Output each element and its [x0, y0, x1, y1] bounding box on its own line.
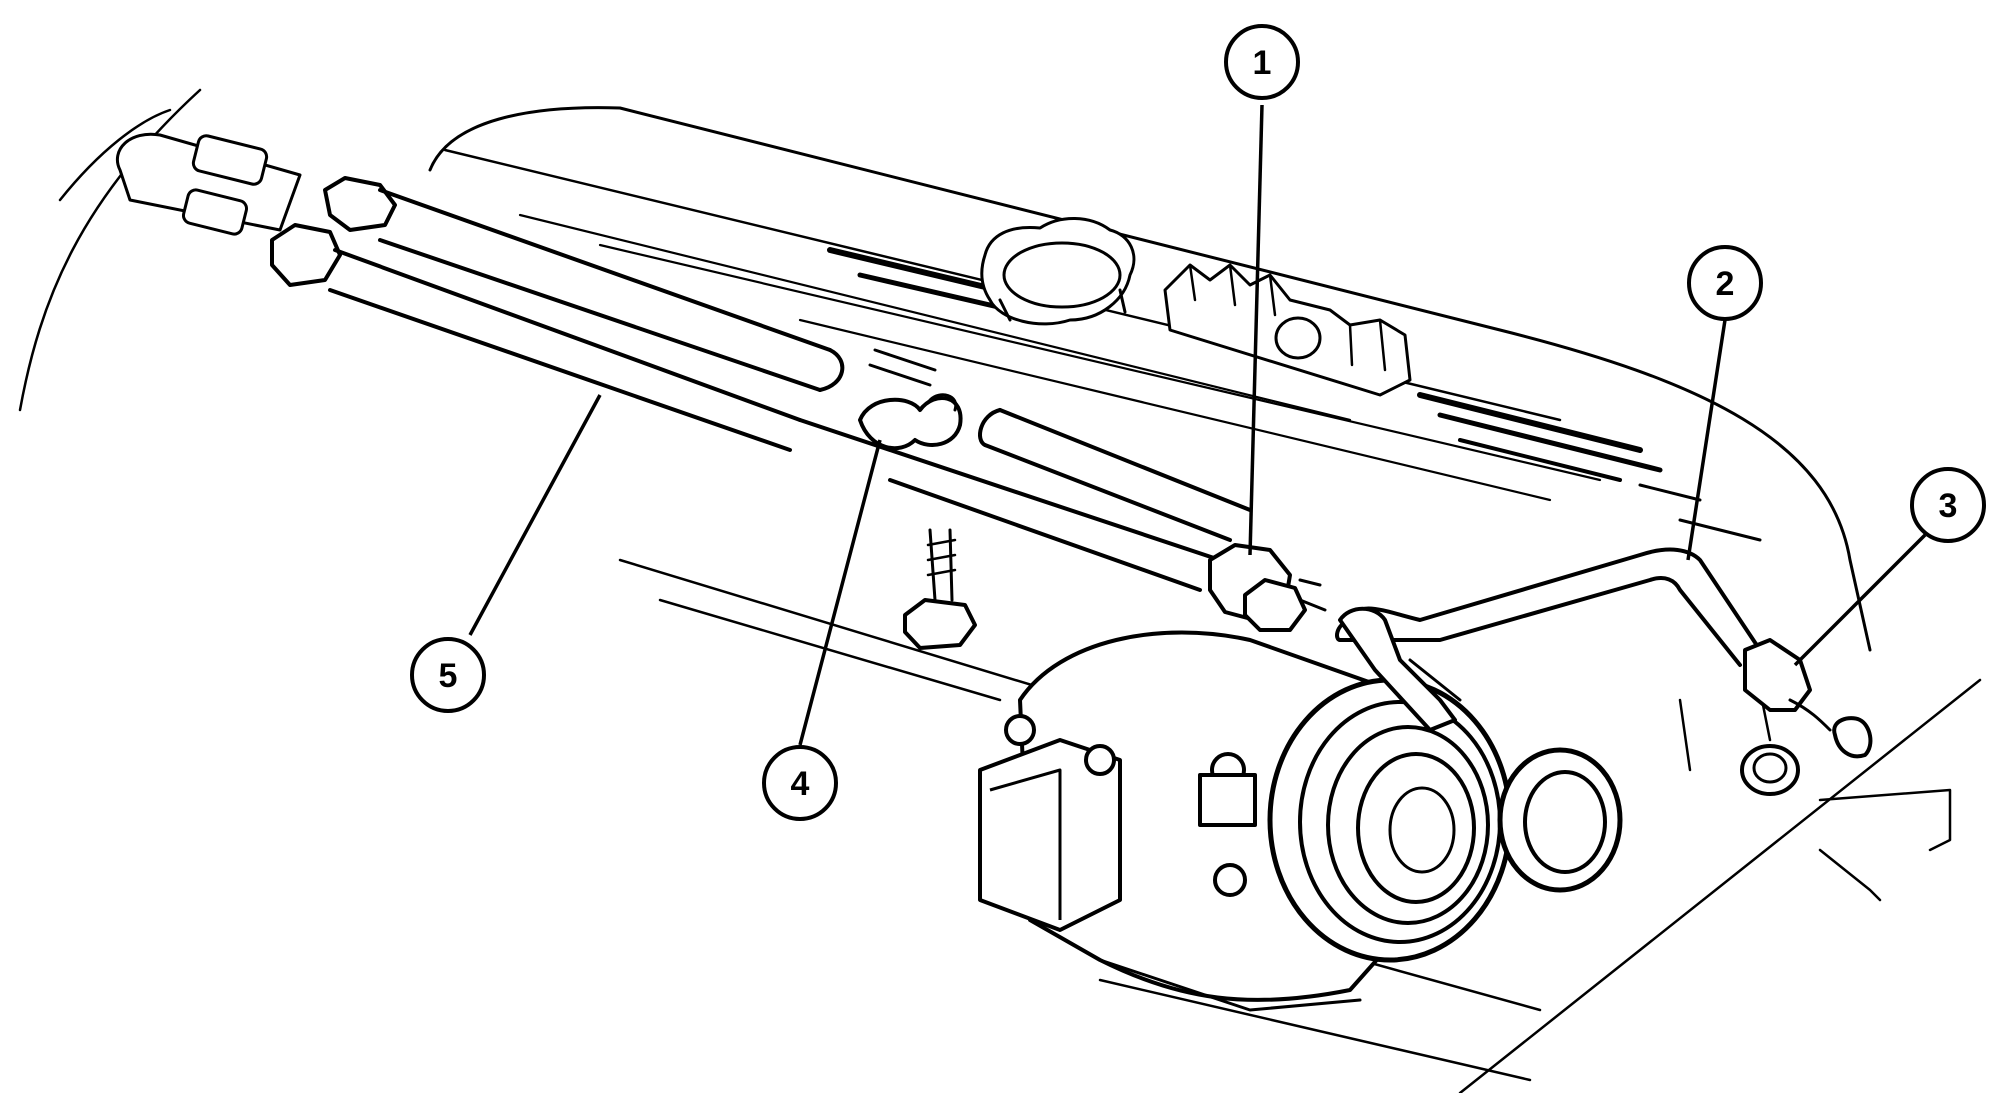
mounting-stud — [903, 528, 977, 650]
valve-cover — [428, 106, 1982, 1093]
callout-3-label: 3 — [1939, 487, 1958, 525]
callout-5: 5 — [410, 637, 486, 713]
callout-1: 1 — [1224, 24, 1300, 100]
condenser-fitting-3 — [1740, 638, 1873, 796]
leader-3 — [1793, 533, 1927, 667]
callout-2-label: 2 — [1716, 265, 1735, 303]
spring-lock-coupling-1 — [1208, 543, 1327, 632]
callout-4: 4 — [762, 745, 838, 821]
callout-3: 3 — [1910, 467, 1986, 543]
leader-1 — [1248, 104, 1264, 556]
callout-5-label: 5 — [439, 657, 458, 695]
leader-2 — [1686, 319, 1727, 561]
callout-4-label: 4 — [791, 765, 810, 803]
tube-assembly-5 — [328, 188, 1252, 592]
mount-bracket — [1163, 263, 1412, 397]
tube-clip-4 — [858, 348, 963, 451]
oil-filler-cap — [980, 217, 1136, 326]
ac-compressor — [978, 606, 1623, 1012]
firewall-fittings — [115, 132, 397, 287]
callout-2: 2 — [1687, 245, 1763, 321]
leader-4 — [798, 439, 882, 746]
leader-lines — [468, 104, 1927, 746]
leader-5 — [468, 394, 602, 636]
discharge-line-2 — [1335, 547, 1762, 667]
callout-1-label: 1 — [1253, 44, 1272, 82]
